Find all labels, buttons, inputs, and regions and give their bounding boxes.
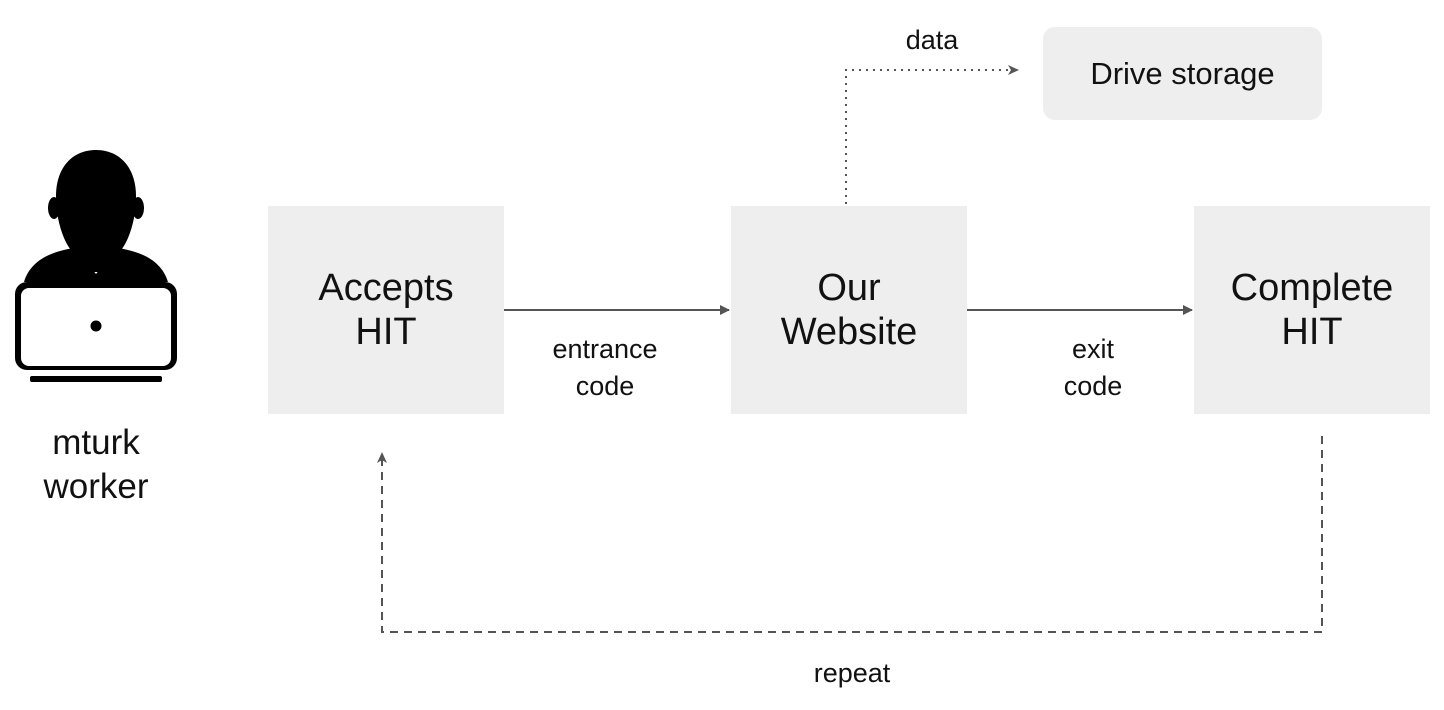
edge-label-repeat: repeat bbox=[813, 658, 891, 688]
edge-label-entrance-code: entrance code bbox=[552, 334, 658, 401]
arrow-data bbox=[845, 65, 1019, 204]
node-complete-hit-label: Complete HIT bbox=[1230, 267, 1394, 353]
node-accepts-hit: Accepts HIT bbox=[268, 206, 504, 414]
node-accepts-hit-label: Accepts HIT bbox=[318, 267, 454, 353]
person-at-laptop-icon bbox=[15, 150, 177, 382]
edge-label-exit-code: exit code bbox=[1063, 334, 1123, 401]
node-our-website: Our Website bbox=[731, 206, 967, 414]
mturk-worker-label: mturk worker bbox=[43, 423, 149, 506]
node-our-website-label: Our Website bbox=[780, 267, 918, 353]
node-drive-storage: Drive storage bbox=[1043, 27, 1322, 120]
edge-label-data: data bbox=[905, 25, 959, 55]
node-drive-storage-label: Drive storage bbox=[1090, 55, 1275, 91]
node-complete-hit: Complete HIT bbox=[1194, 206, 1430, 414]
arrow-repeat bbox=[377, 436, 1323, 633]
